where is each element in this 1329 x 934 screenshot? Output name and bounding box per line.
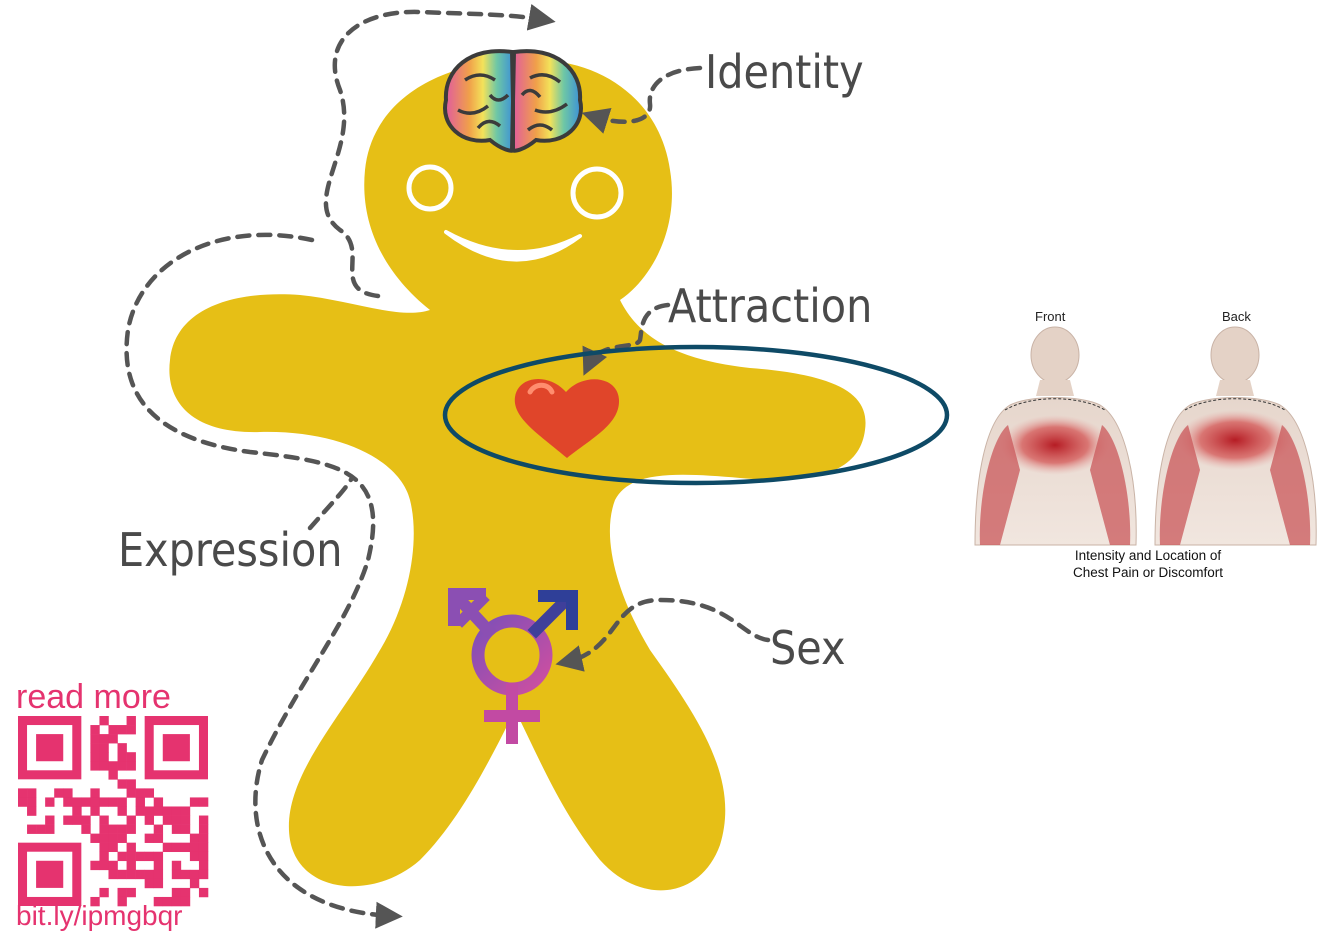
qr-code-icon: [18, 716, 208, 906]
caption-line-1: Intensity and Location of: [1075, 548, 1222, 563]
expression-pointer: [310, 478, 352, 528]
gingerbread-body: [169, 60, 865, 891]
attraction-label: Attraction: [668, 279, 872, 333]
qr-bottom-text: bit.ly/ipmgbqr: [16, 900, 183, 931]
identity-label: Identity: [705, 45, 864, 99]
qr-top-text: read more: [16, 678, 171, 716]
front-label: Front: [1035, 309, 1066, 324]
front-torso-figure: [975, 327, 1136, 545]
expression-label: Expression: [118, 523, 343, 577]
back-label: Back: [1222, 309, 1251, 324]
sex-label: Sex: [770, 621, 845, 675]
chest-pain-figure: Front Back Intensity and Location of Che…: [975, 309, 1316, 580]
caption-line-2: Chest Pain or Discomfort: [1073, 565, 1223, 580]
back-torso-figure: [1155, 327, 1316, 545]
brain-icon: [445, 51, 581, 151]
qr-block: read more bit.ly/ipmgbqr: [16, 678, 208, 931]
